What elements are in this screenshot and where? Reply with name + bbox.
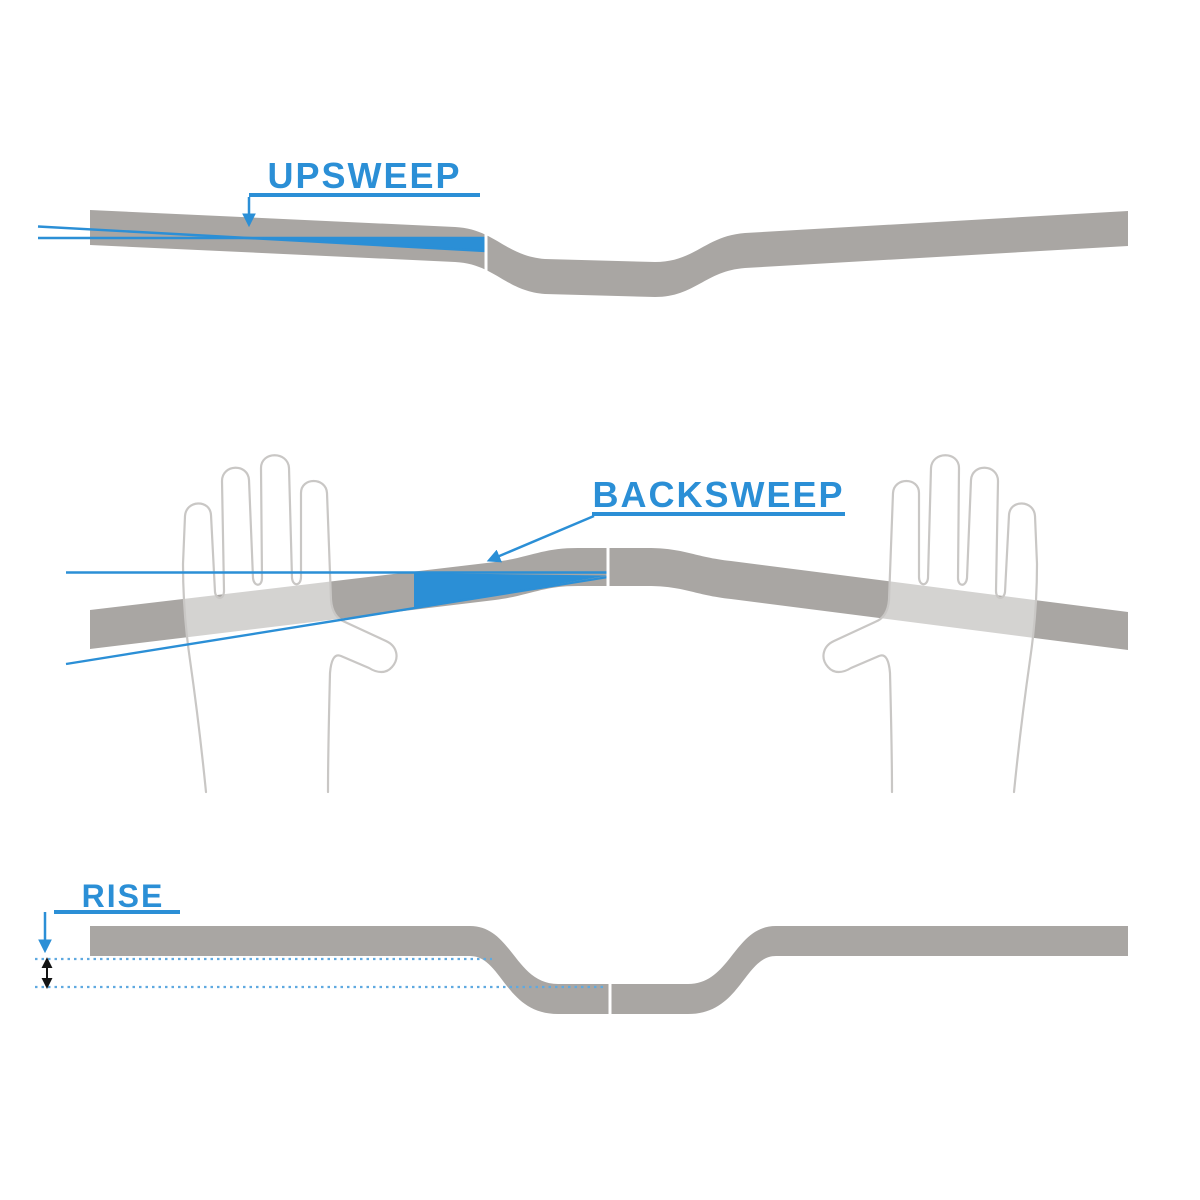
rise-underline (54, 910, 180, 914)
upsweep-axis-line (37, 225, 487, 253)
handlebar-front-view (90, 210, 1128, 297)
rise-figure (35, 912, 1128, 1016)
upsweep-figure (37, 197, 1128, 297)
backsweep-label: BACKSWEEP (592, 474, 845, 515)
rise-label: RISE (81, 878, 165, 914)
backsweep-pointer-arrow (486, 514, 595, 563)
right-hand-outline (822, 454, 1039, 794)
left-hand-outline (181, 454, 398, 794)
backsweep-figure (65, 454, 1128, 794)
upsweep-label: UPSWEEP (267, 155, 462, 196)
backsweep-axis-line (65, 575, 609, 666)
backsweep-underline (592, 512, 845, 516)
handlebar-rise-view (90, 926, 1128, 1014)
upsweep-underline (249, 193, 480, 197)
